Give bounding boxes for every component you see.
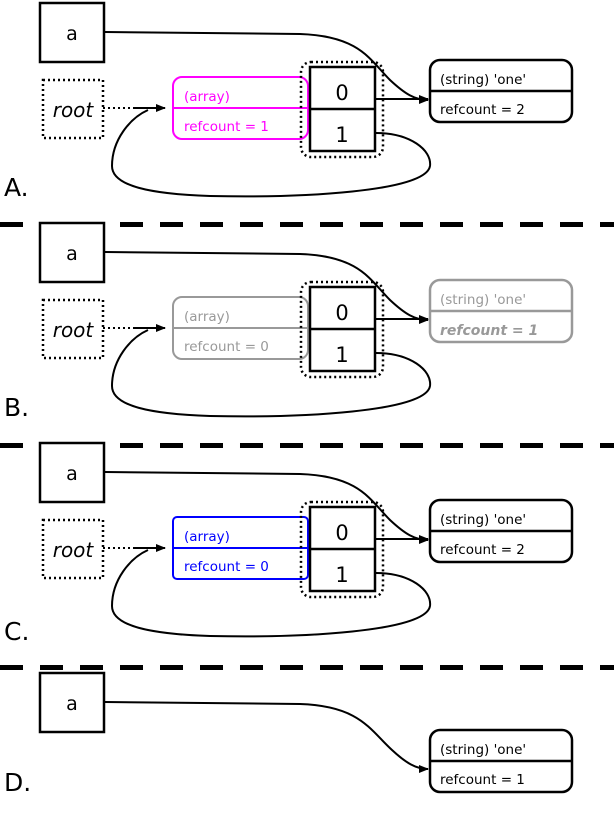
panel-b: a root (array) refcount = 0 0 1: [0, 220, 614, 430]
root-box-label: root: [53, 98, 95, 122]
string-refcount-label: refcount = 1: [440, 323, 538, 339]
string-type-label: (string) 'one': [440, 742, 526, 758]
array-type-label: (array): [184, 529, 230, 545]
array-elements-group: 0 1: [299, 280, 385, 379]
array-elements-group: 0 1: [299, 60, 385, 159]
string-zval-box: (string) 'one' refcount = 1: [428, 278, 574, 344]
string-refcount-label: refcount = 1: [440, 772, 525, 788]
string-refcount-label: refcount = 2: [440, 102, 525, 118]
panel-label-c: C.: [4, 617, 29, 646]
string-zval-box: (string) 'one' refcount = 2: [428, 498, 574, 564]
edge-a-to-string: [104, 31, 429, 104]
edge-cell1-loop-to-array: [110, 549, 432, 638]
edge-a-to-string: [104, 251, 429, 324]
separator-3: [0, 655, 614, 670]
edge-a-to-string: [104, 701, 429, 773]
array-cell-0-label: 0: [335, 81, 348, 105]
array-cell-1-label: 1: [335, 343, 348, 367]
root-box-label: root: [53, 318, 95, 342]
panel-label-d: D.: [4, 768, 31, 797]
string-zval-box: (string) 'one' refcount = 2: [428, 58, 574, 124]
string-type-label: (string) 'one': [440, 512, 526, 528]
root-box: root: [41, 78, 105, 140]
variable-box-a: a: [38, 221, 106, 284]
string-type-label: (string) 'one': [440, 292, 526, 308]
separator-1: [0, 212, 614, 227]
root-box: root: [41, 298, 105, 360]
edge-cell1-loop-to-array: [110, 329, 432, 418]
root-box: root: [41, 518, 105, 580]
variable-box-a-label: a: [66, 693, 78, 715]
array-elements-group: 0 1: [299, 500, 385, 599]
array-cell-0-label: 0: [335, 301, 348, 325]
panel-a: a root (array) refcount = 1 0 1: [0, 0, 614, 210]
panel-c: a root (array) refcount = 0 0 1: [0, 440, 614, 652]
variable-box-a-label: a: [66, 463, 78, 485]
string-type-label: (string) 'one': [440, 72, 526, 88]
array-type-label: (array): [184, 89, 230, 105]
root-box-label: root: [53, 538, 95, 562]
array-cell-1-label: 1: [335, 123, 348, 147]
array-zval-box: (array) refcount = 0: [172, 516, 309, 580]
array-type-label: (array): [184, 309, 230, 325]
array-cell-0-label: 0: [335, 521, 348, 545]
string-refcount-label: refcount = 2: [440, 542, 525, 558]
edge-a-to-string: [104, 471, 429, 544]
variable-box-a-label: a: [66, 23, 78, 45]
separator-2: [0, 433, 614, 448]
panel-d: a (string) 'one' refcount = 1 D.: [0, 664, 614, 814]
variable-box-a-label: a: [66, 243, 78, 265]
panel-label-a: A.: [4, 173, 29, 202]
array-refcount-label: refcount = 0: [184, 559, 269, 575]
variable-box-a: a: [38, 1, 106, 64]
variable-box-a: a: [38, 671, 106, 734]
array-cell-1-label: 1: [335, 563, 348, 587]
edge-cell1-loop-to-array: [110, 109, 432, 198]
array-refcount-label: refcount = 1: [184, 119, 269, 135]
array-refcount-label: refcount = 0: [184, 339, 269, 355]
string-zval-box: (string) 'one' refcount = 1: [428, 728, 574, 794]
array-zval-box: (array) refcount = 0: [172, 296, 309, 360]
variable-box-a: a: [38, 441, 106, 504]
panel-label-b: B.: [4, 393, 29, 422]
array-zval-box: (array) refcount = 1: [172, 76, 309, 140]
